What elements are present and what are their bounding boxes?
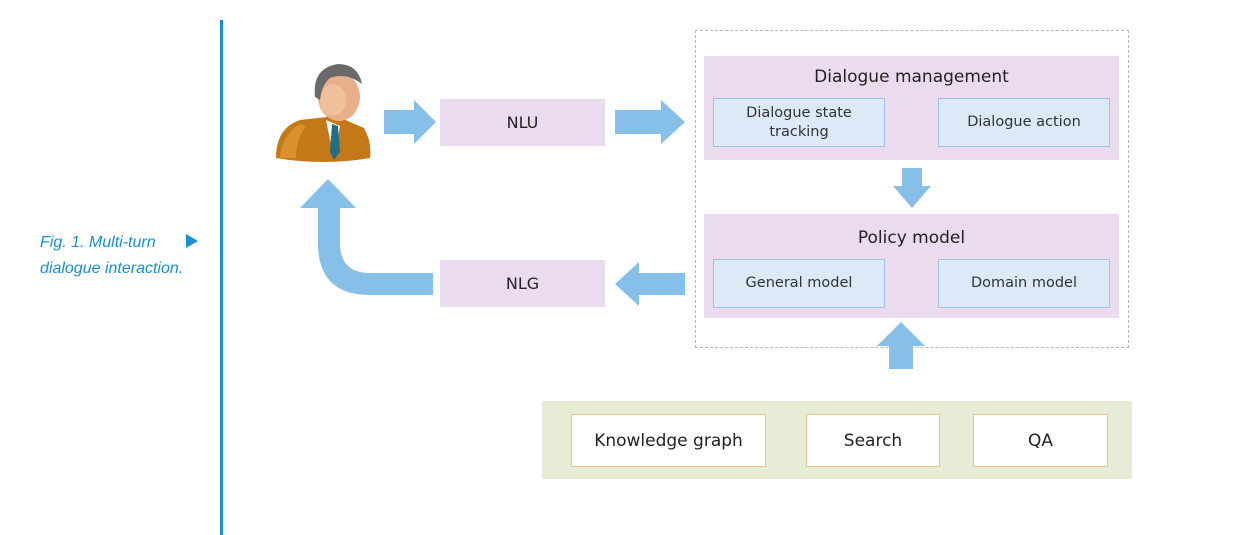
domain-model-box: Domain model bbox=[938, 259, 1110, 308]
general-model-label: General model bbox=[745, 275, 853, 291]
search-box: Search bbox=[806, 414, 940, 467]
caption-pointer-icon bbox=[186, 234, 198, 248]
search-label: Search bbox=[843, 430, 903, 451]
dialogue-action-box: Dialogue action bbox=[938, 98, 1110, 147]
dialogue-management-panel: Dialogue management Dialogue state track… bbox=[704, 56, 1119, 160]
state-tracking-line-1: Dialogue state bbox=[746, 104, 852, 121]
nlu-label: NLU bbox=[506, 113, 539, 132]
arrow-nlg-to-user bbox=[300, 179, 433, 295]
policy-model-title: Policy model bbox=[857, 228, 966, 248]
arrow-user-to-nlu bbox=[384, 100, 436, 144]
system-boundary bbox=[695, 30, 1129, 348]
arrow-policy-to-nlg bbox=[615, 262, 685, 306]
domain-model-label: Domain model bbox=[970, 275, 1078, 291]
knowledge-graph-box: Knowledge graph bbox=[571, 414, 766, 467]
nlg-box: NLG bbox=[440, 260, 605, 307]
state-tracking-line-2: tracking bbox=[769, 123, 829, 140]
figure-caption: Fig. 1. Multi-turn dialogue interaction. bbox=[40, 230, 215, 282]
nlu-box: NLU bbox=[440, 99, 605, 146]
arrow-nlu-to-dm bbox=[615, 100, 685, 144]
caption-line-1: Fig. 1. Multi-turn bbox=[40, 234, 156, 251]
arrow-dm-to-policy bbox=[893, 168, 931, 208]
qa-box: QA bbox=[973, 414, 1108, 467]
dialogue-management-title: Dialogue management bbox=[814, 67, 1009, 87]
knowledge-graph-label: Knowledge graph bbox=[594, 430, 743, 451]
dialogue-state-tracking-box: Dialogue state tracking bbox=[713, 98, 885, 147]
dialogue-action-label: Dialogue action bbox=[967, 114, 1081, 130]
nlg-label: NLG bbox=[505, 274, 540, 293]
qa-label: QA bbox=[1027, 430, 1053, 451]
knowledge-sources-panel: Knowledge graph Search QA bbox=[542, 401, 1132, 479]
policy-model-panel: Policy model General model Domain model bbox=[704, 214, 1119, 318]
general-model-box: General model bbox=[713, 259, 885, 308]
arrow-knowledge-to-policy bbox=[877, 322, 925, 369]
vertical-divider bbox=[220, 20, 223, 535]
caption-line-2: dialogue interaction. bbox=[40, 260, 184, 277]
user-avatar-icon bbox=[276, 64, 371, 162]
